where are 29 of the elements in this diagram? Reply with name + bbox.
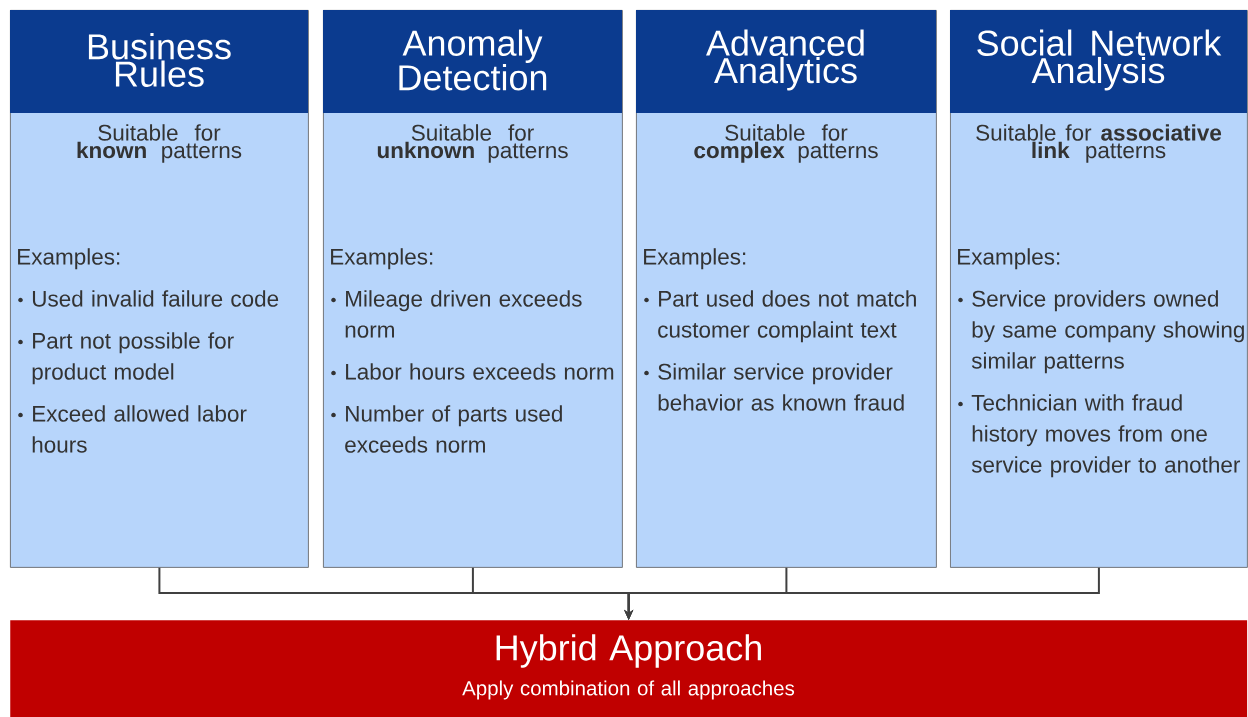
hybrid-banner (10, 620, 1248, 717)
column-panel (323, 10, 623, 568)
column-heading: Business Rules (88, 33, 231, 87)
examples-label: Examples: (958, 248, 1060, 270)
column-heading: Social Network Analysis (977, 29, 1222, 91)
bullet-item: Used invalid failure code (18, 290, 279, 307)
examples-label: Examples: (18, 248, 120, 270)
column-heading: Advanced Analytics (706, 29, 864, 91)
column-panel (10, 10, 309, 568)
bullet-item: Part used does not match customer complaint text (644, 290, 916, 343)
description-text: Suitable for unknown patterns (377, 124, 568, 163)
description-text: Suitable for known patterns (77, 124, 242, 163)
bullet-item: Similar service provider behavior as known fraud (644, 363, 904, 411)
bullet-item: Service providers owned by same company showing similar patterns (958, 290, 1244, 374)
bullet-item: Mileage driven exceeds norm (331, 290, 582, 338)
examples-label: Examples: (644, 248, 746, 270)
bullet-item: Technician with fraud history moves from one service provider to another (958, 394, 1240, 478)
bullet-item: Labor hours exceeds norm (331, 363, 614, 380)
banner-subtitle: Apply combination of all approaches (462, 680, 795, 700)
bullet-item: Number of parts used exceeds norm (331, 405, 562, 453)
column-heading: Anomaly Detection (399, 29, 547, 91)
description-text: Suitable for associative link patterns (976, 124, 1222, 163)
bullet-item: Part not possible for product model (18, 332, 234, 385)
examples-label: Examples: (331, 248, 433, 270)
banner-title: Hybrid Approach (496, 634, 761, 668)
column-panel (950, 10, 1248, 568)
bullet-item: Exceed allowed labor hours (18, 405, 247, 453)
column-panel (636, 10, 937, 568)
description-text: Suitable for complex patterns (694, 124, 878, 163)
